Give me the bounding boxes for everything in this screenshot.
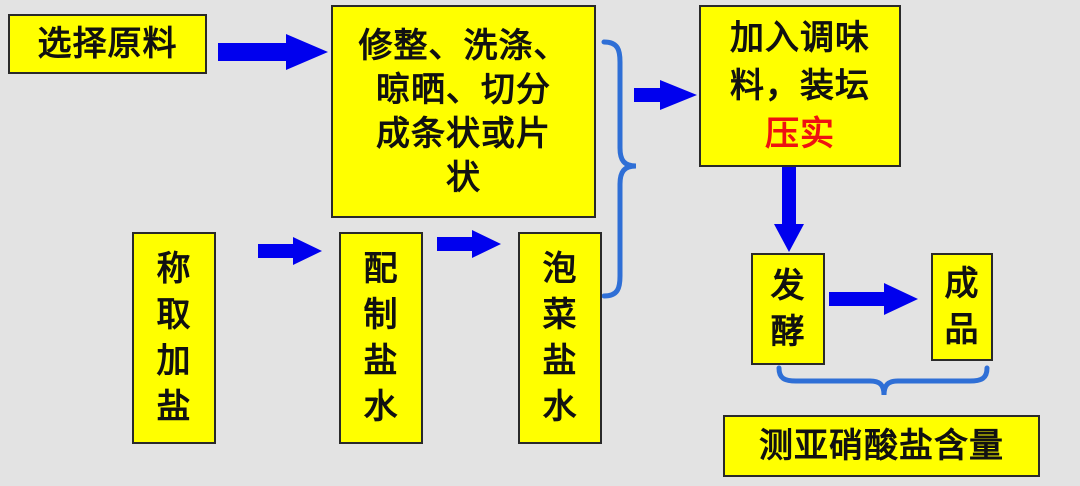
node-weigh-salt: 称取加盐 bbox=[132, 232, 216, 444]
arrow-brace-to-season bbox=[634, 80, 697, 110]
node-make-brine-label: 配制盐水 bbox=[363, 249, 399, 427]
arrow-select-to-trim bbox=[218, 34, 328, 70]
node-measure-nitrite-label: 测亚硝酸盐含量 bbox=[759, 426, 1004, 466]
node-make-brine: 配制盐水 bbox=[339, 232, 423, 444]
node-select-material: 选择原料 bbox=[8, 14, 207, 74]
node-season-line-1: 加入调味 bbox=[730, 18, 870, 58]
braces bbox=[601, 39, 990, 396]
node-select-material-label: 选择原料 bbox=[37, 24, 178, 64]
node-press-label: 压实 bbox=[765, 114, 835, 154]
node-trim-line-3: 成条状或片 bbox=[376, 113, 551, 154]
node-pickle-brine-label: 泡菜盐水 bbox=[542, 249, 578, 427]
arrow-ferment-to-product bbox=[829, 283, 918, 315]
node-add-seasoning: 加入调味 料，装坛 压实 bbox=[699, 5, 901, 167]
node-season-line-2: 料，装坛 bbox=[730, 66, 870, 106]
node-product: 成品 bbox=[931, 253, 993, 361]
node-weigh-salt-label: 称取加盐 bbox=[156, 249, 192, 427]
node-trim-line-1: 修整、洗涤、 bbox=[358, 25, 569, 66]
arrow-weigh-to-brine bbox=[258, 237, 322, 265]
node-product-label: 成品 bbox=[944, 264, 980, 350]
node-measure-nitrite: 测亚硝酸盐含量 bbox=[723, 415, 1040, 477]
arrow-brine-to-pickle bbox=[437, 230, 501, 258]
bottom-brace bbox=[776, 365, 990, 396]
node-trim-line-4: 状 bbox=[446, 157, 481, 198]
merge-brace bbox=[601, 39, 637, 299]
node-pickle-brine: 泡菜盐水 bbox=[518, 232, 602, 444]
node-trim-line-2: 晾晒、切分 bbox=[376, 69, 551, 110]
arrow-season-to-ferment bbox=[774, 167, 804, 252]
node-trim-wash-cut: 修整、洗涤、 晾晒、切分 成条状或片 状 bbox=[331, 5, 596, 218]
arrows bbox=[218, 34, 918, 315]
node-ferment: 发酵 bbox=[751, 253, 825, 365]
node-ferment-label: 发酵 bbox=[770, 266, 806, 352]
